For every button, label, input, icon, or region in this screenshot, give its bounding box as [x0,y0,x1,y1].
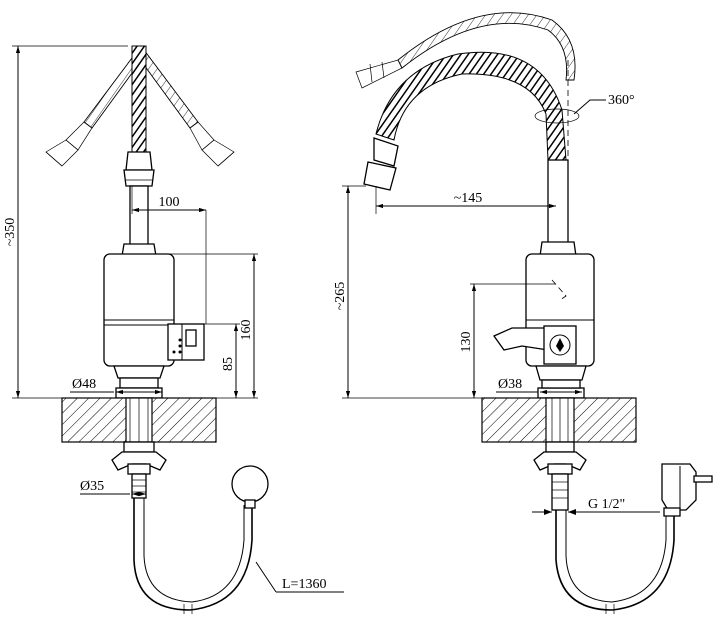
left-pipe [129,185,149,253]
left-base-collar [113,365,165,379]
right-spout-nozzle [373,137,399,167]
dim-label-cable-length: L=1360 [282,577,326,592]
dim-label-thread: G 1/2" [588,497,625,512]
dim-left-handle-height: 85 [204,323,240,398]
right-threaded-stud [551,473,569,511]
dim-left-width: 100 [131,186,207,324]
right-mounting-nut [533,441,587,475]
dim-cable-length: L=1360 [255,561,344,593]
dim-label-reach: ~145 [454,191,483,206]
left-flexible-spout [131,45,147,153]
right-lever-handle [493,325,577,365]
left-power-cable [133,498,253,611]
right-power-cable [555,510,675,611]
dim-right-handle-height: 130 [459,283,556,398]
dim-right-height-spout: ~265 [333,185,482,399]
dim-left-height-total: ~350 [3,45,128,399]
dim-left-base-diameter: Ø48 [70,377,162,395]
dim-left-mount-diameter: Ø35 [80,479,146,497]
dim-label-height-total: ~350 [3,218,18,247]
dim-label-base-diameter-right: Ø38 [498,377,522,392]
left-view: ~350 100 160 85 Ø48 [3,45,344,614]
dim-left-body-height: 160 [160,253,258,399]
dim-label-width: 100 [159,195,180,210]
dim-right-base-diameter: Ø38 [496,377,582,395]
dim-label-handle-height: 130 [459,332,474,353]
dim-label-handle-height: 85 [221,357,236,371]
left-lever-handle [167,323,205,361]
dim-label-base-diameter: Ø48 [72,377,96,392]
dim-label-mount-diameter: Ø35 [80,479,104,494]
left-ghost-spout-right [135,49,235,167]
dim-right-reach: ~145 [375,186,556,214]
dim-label-rotation: 360° [608,93,635,108]
left-mounting-nut [111,441,167,475]
right-flexible-spout [375,51,567,161]
left-ghost-spout-left [45,49,147,167]
right-base-collar [535,365,587,381]
dim-label-height-spout: ~265 [333,282,348,311]
right-view: 360° [333,12,713,614]
right-plug-icon [661,463,713,517]
left-plug-icon [231,465,269,503]
dim-label-body-height: 160 [239,320,254,341]
dim-right-thread: G 1/2" [532,497,660,515]
left-heater-body [103,253,175,367]
right-rotation-indicator [534,108,580,124]
left-spout-nozzle [125,151,153,171]
